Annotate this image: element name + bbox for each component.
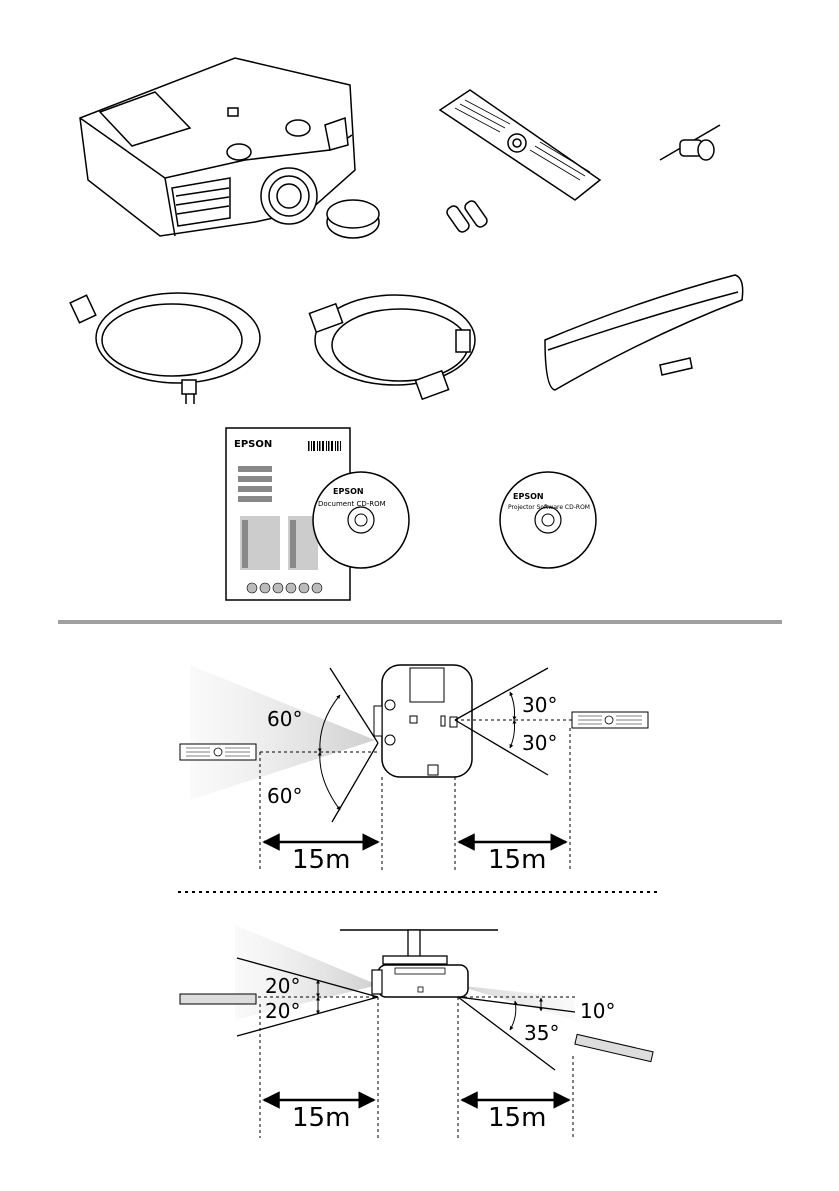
remote-rear-side-view — [575, 1034, 653, 1061]
document-cd-label: Document CD-ROM — [318, 500, 386, 508]
rear-angle-up-label: 30° — [522, 693, 557, 717]
remote-control-illustration — [440, 90, 600, 234]
side-rear-angle-down-label: 35° — [524, 1021, 559, 1045]
projector-side-view — [372, 965, 468, 997]
front-angle-down-label: 60° — [267, 784, 302, 808]
document-cd-illustration: EPSON Document CD-ROM — [313, 472, 409, 568]
front-range-shading — [190, 665, 375, 800]
software-cd-label: Projector Software CD-ROM — [508, 504, 590, 511]
side-front-angle-down-label: 20° — [265, 999, 300, 1023]
power-cable-illustration — [70, 293, 260, 404]
cable-holder-illustration — [660, 125, 720, 160]
side-view-diagram: 20° 20° 10° 35° 15m 15m — [180, 925, 653, 1138]
side-rear-angle-up-label: 10° — [580, 999, 615, 1023]
remote-rear-top-view — [572, 712, 648, 728]
top-view-diagram: 60° 60° 30° 30° — [180, 665, 648, 875]
front-distance-label: 15m — [292, 845, 350, 875]
projector-illustration — [80, 58, 379, 238]
side-front-angle-up-label: 20° — [265, 974, 300, 998]
remote-front-side-view — [180, 994, 256, 1004]
rear-distance-label: 15m — [488, 845, 546, 875]
software-cd-brand: EPSON — [513, 492, 544, 501]
section-divider — [58, 620, 782, 624]
side-front-distance-label: 15m — [292, 1103, 350, 1133]
remote-front-top-view — [180, 744, 256, 760]
side-rear-distance-label: 15m — [488, 1103, 546, 1133]
document-cd-brand: EPSON — [333, 487, 364, 496]
manual-brand: EPSON — [234, 439, 272, 450]
rear-angle-down-label: 30° — [522, 731, 557, 755]
computer-cable-illustration — [309, 295, 475, 399]
front-range-shading-side — [235, 925, 378, 1020]
ceiling-mount-pole — [408, 930, 420, 958]
cable-cover-illustration — [545, 275, 743, 390]
software-cd-illustration: EPSON Projector Software CD-ROM — [500, 472, 596, 568]
front-angle-up-label: 60° — [267, 707, 302, 731]
